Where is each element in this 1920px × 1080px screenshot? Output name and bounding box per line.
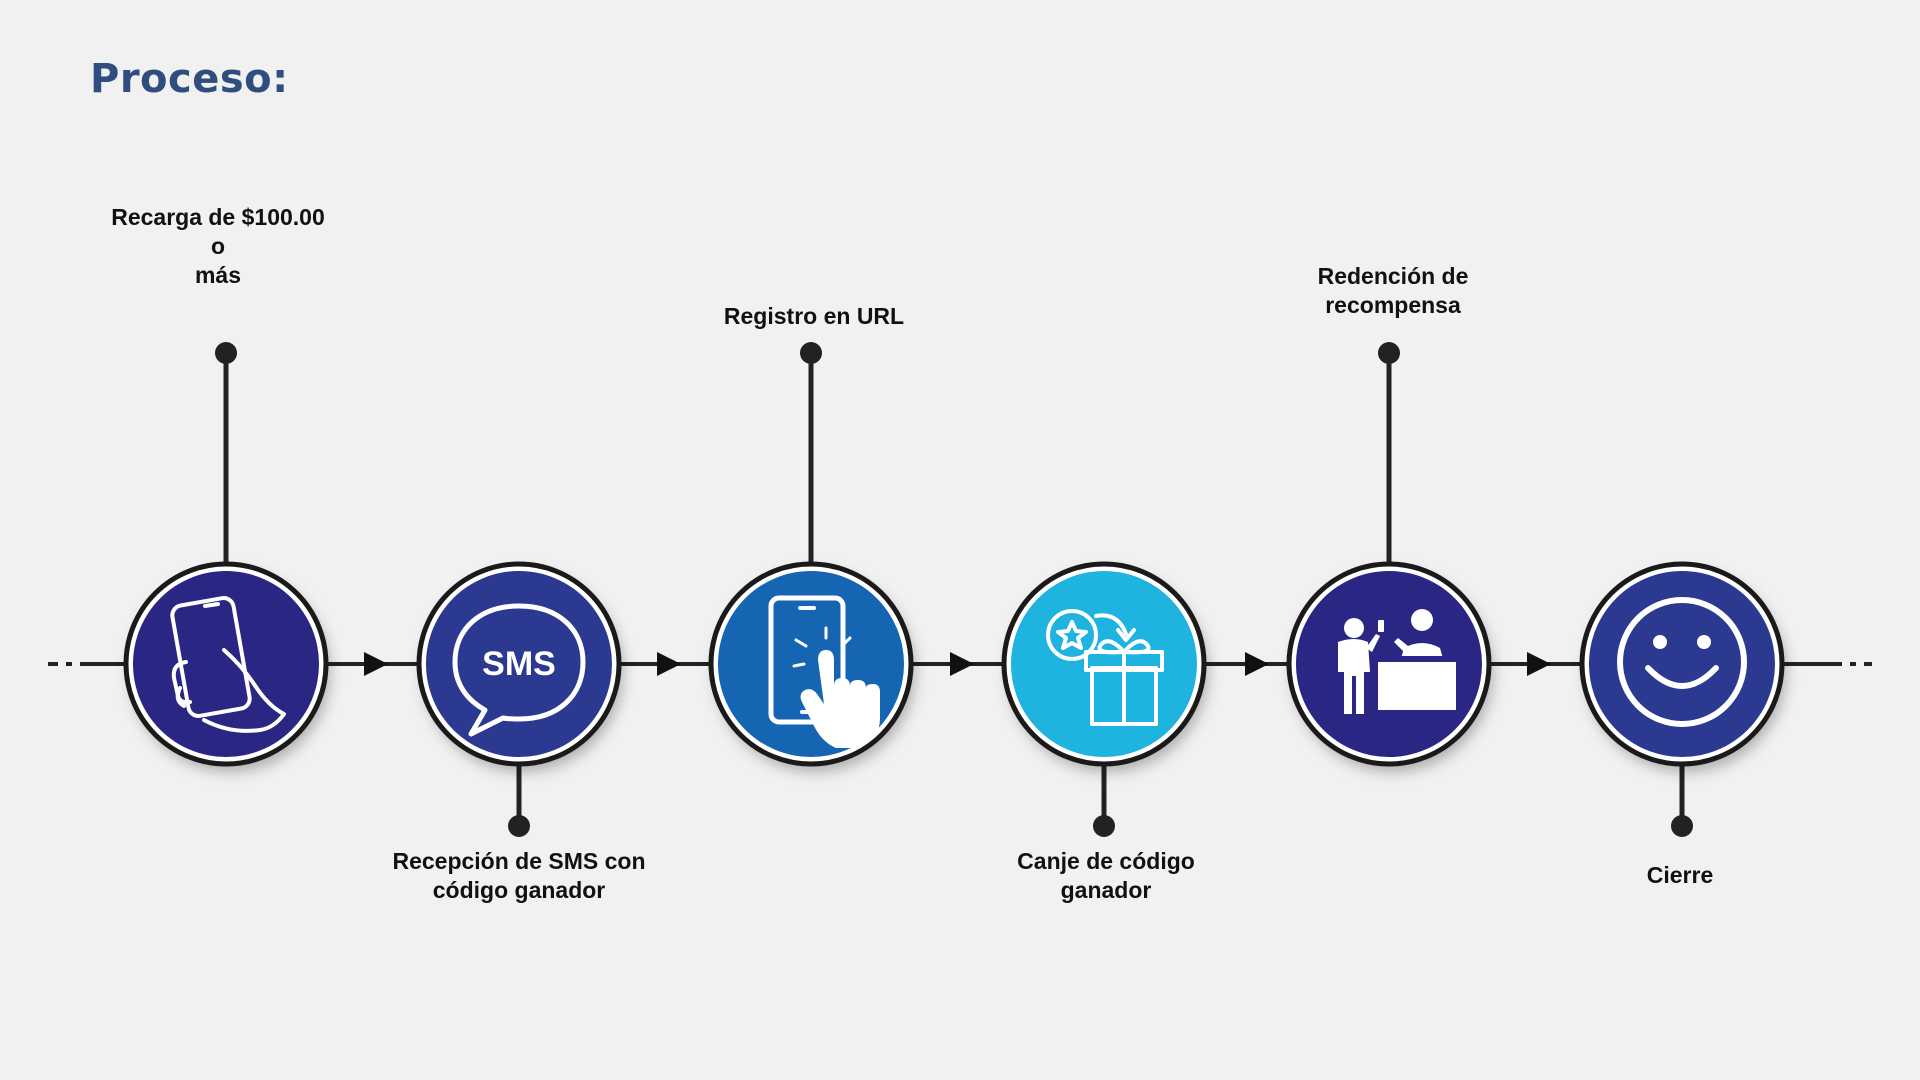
sms-chat-bubble-icon: SMS	[452, 603, 586, 737]
step-5-label: Redención de recompensa	[1317, 263, 1469, 318]
arrow-icon	[364, 652, 388, 676]
connector-step-6	[1671, 763, 1693, 837]
step-1-fill	[133, 571, 319, 757]
counter-service-icon	[1338, 609, 1456, 714]
step-4-node	[1001, 561, 1207, 767]
connector-step-1	[215, 342, 237, 565]
arrow-icon	[1245, 652, 1269, 676]
step-2-label: Recepción de SMS con código ganador	[392, 848, 646, 903]
smiley-face-icon	[1617, 597, 1747, 727]
step-6-node	[1579, 561, 1785, 767]
step-1-node	[123, 561, 329, 767]
arrow-icon	[657, 652, 681, 676]
step-3-node	[708, 561, 914, 767]
connector-step-5	[1378, 342, 1400, 565]
phone-in-hand-icon	[170, 596, 286, 733]
step-6-label: Cierre	[1646, 862, 1714, 888]
step-1-label: Recarga de $100.00 o más	[111, 204, 325, 288]
connector-step-3	[800, 342, 822, 565]
sms-icon-text: SMS	[482, 645, 556, 683]
page-title: Proceso:	[90, 56, 289, 102]
arrow-icon	[950, 652, 974, 676]
gift-exchange-icon	[1046, 609, 1164, 726]
step-3-label: Registro en URL	[723, 303, 905, 329]
step-4-fill	[1011, 571, 1197, 757]
connector-step-2	[508, 763, 530, 837]
step-2-fill	[426, 571, 612, 757]
connector-step-4	[1093, 763, 1115, 837]
step-2-node: SMS	[416, 561, 622, 767]
arrow-icon	[1527, 652, 1551, 676]
step-4-label: Canje de código ganador	[1017, 848, 1195, 903]
step-5-node	[1286, 561, 1492, 767]
phone-tap-icon	[768, 595, 880, 748]
